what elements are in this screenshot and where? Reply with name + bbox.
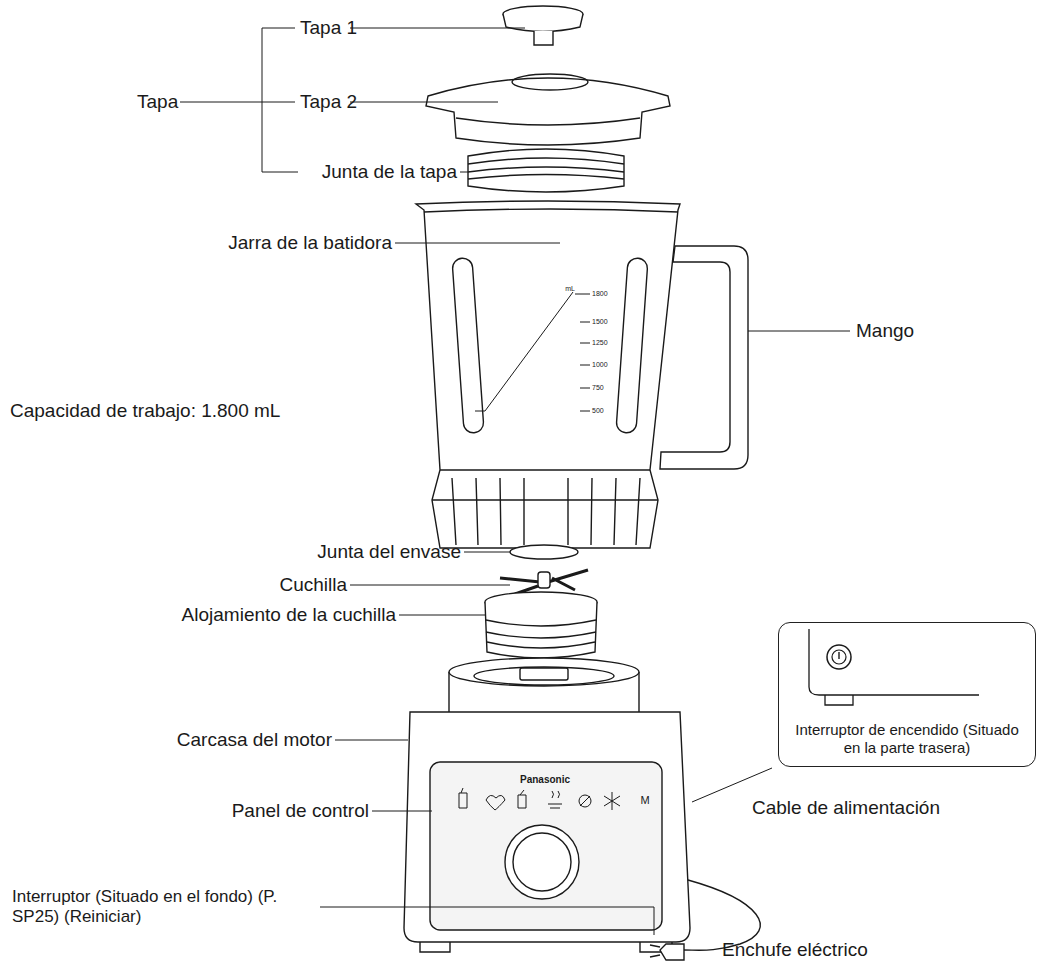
callout-box: Interruptor de encendido (Situado en la … [778,622,1036,767]
part-name: Jarra de la batidora [228,232,392,255]
capacity-note: Capacidad de trabajo: 1.800 mL [10,400,280,423]
drawing-stroke [650,945,660,957]
jar-gasket [510,545,578,559]
leader-lines [180,28,850,935]
drawing-stroke [459,788,467,808]
blade [500,570,588,594]
drawing-stroke [350,28,525,29]
lid-cap [503,6,583,45]
lid-cover [426,74,670,145]
part-name: Cable de alimentación [752,797,940,820]
drawing-stroke [660,944,684,960]
drawing-stroke [538,572,550,588]
drawing-stroke [452,478,640,545]
scale-mark: 1500 [592,318,608,326]
drawing-stroke [430,762,662,930]
drawing-stroke [464,552,510,553]
brand-name: Panasonic [520,774,570,786]
part-name: Carcasa del motor [177,729,332,752]
drawing-stroke [420,942,672,952]
panel-icons [459,788,620,810]
drawing-stroke [579,795,591,807]
drawing-stroke [180,102,262,103]
drawing-stroke [548,791,562,808]
drawing-stroke [513,833,571,891]
part-name: Tapa 2 [300,91,357,114]
panel-symbol: M [640,794,649,807]
scale-mark: 500 [592,407,604,415]
drawing-stroke [449,658,639,686]
drawing-stroke [399,615,486,616]
scale-mark: 750 [592,384,604,392]
drawing-stroke [534,31,553,45]
drawing-stroke [350,102,498,103]
drawing-stroke [518,790,526,808]
part-name: Interruptor (Situado en el fondo) (P. SP… [12,887,322,928]
drawing-stroke [520,668,568,680]
drawing-stroke [432,470,658,500]
drawing-stroke [426,78,670,145]
drawing-stroke [486,620,596,648]
drawing-stroke [616,258,648,434]
drawing-stroke [424,209,678,212]
drawing-stroke [503,14,583,32]
blade-housing [485,592,597,658]
drawing-stroke [486,795,505,810]
drawing-stroke [262,28,298,172]
drawing-stroke [510,545,578,559]
drawing-stroke [395,243,560,244]
part-name: Junta del envase [317,541,461,564]
drawing-stroke [575,294,590,411]
drawing-stroke [468,158,624,179]
callout-text: Interruptor de encendido (Situado en la … [779,721,1035,759]
scale-mark: 1250 [592,339,608,347]
drawing-stroke [505,825,579,899]
drawing-stroke [475,292,573,411]
lid-gasket [468,149,624,192]
drawing-stroke [500,570,588,594]
part-name: Alojamiento de la cuchilla [182,604,396,627]
drawing-stroke [372,811,432,812]
drawing-stroke [660,246,748,469]
blender-jar [416,201,748,548]
part-name: Panel de control [232,800,369,823]
drawing-stroke [320,907,654,935]
drawing-stroke [485,602,597,658]
motor-base [404,658,690,952]
part-name: Tapa 1 [300,17,357,40]
drawing-stroke [604,792,620,810]
part-name: Junta de la tapa [322,161,457,184]
scale-mark: 1800 [592,290,608,298]
power-switch-detail [789,629,989,709]
drawing-stroke [580,796,590,806]
drawing-stroke [456,118,640,125]
group-name: Tapa [137,91,178,114]
drawing-stroke [350,585,510,586]
part-name: Enchufe eléctrico [722,939,868,962]
drawing-stroke [748,331,850,332]
drawing-stroke [468,149,624,192]
drawing-stroke [335,740,408,741]
drawing-stroke [452,258,484,434]
drawing-stroke [460,172,468,173]
drawing-stroke [474,667,614,685]
drawing-stroke [416,201,680,548]
scale-unit: mL [565,285,575,293]
drawing-stroke [512,74,588,90]
part-name: Cuchilla [279,574,347,597]
part-name: Mango [856,320,914,343]
scale-mark: 1000 [592,361,608,369]
